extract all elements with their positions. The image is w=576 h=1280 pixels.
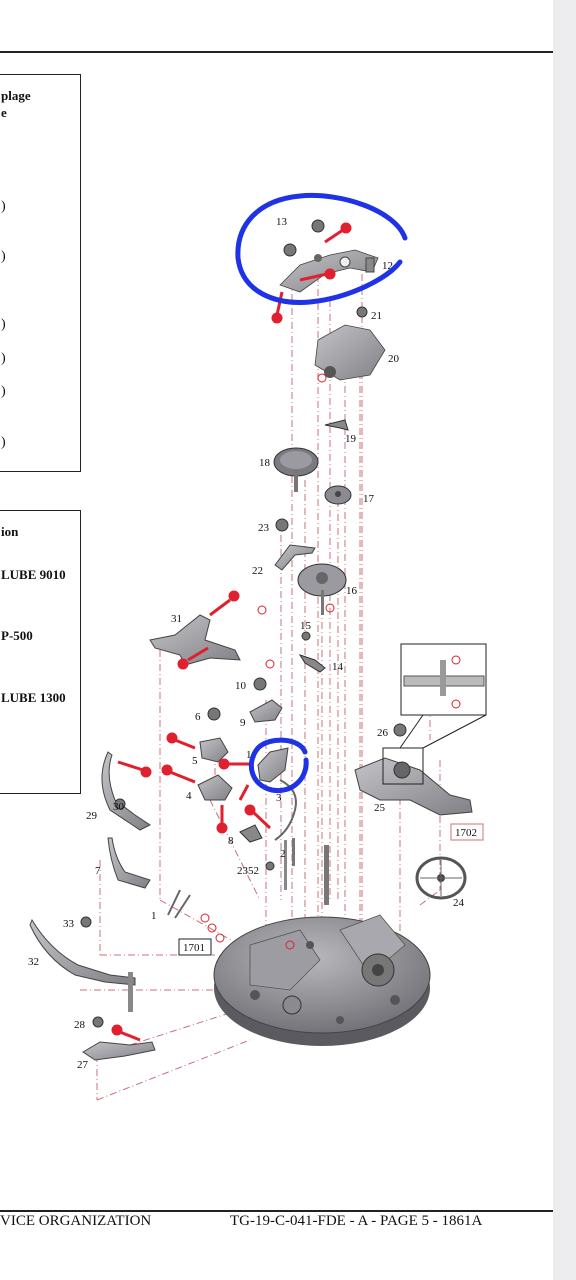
scrollbar-track[interactable] <box>553 0 576 1280</box>
box1-line-1: plage <box>1 88 31 103</box>
part-17-wheel <box>324 485 352 505</box>
part-18-wheel <box>273 447 319 492</box>
part-label: 6 <box>195 711 201 723</box>
part-14-lever <box>298 654 326 673</box>
part-label: 15 <box>300 620 312 632</box>
part-2352-screw <box>265 861 275 871</box>
part-label: 19 <box>345 433 357 445</box>
exploded-movement-diagram: 13 12 21 20 19 18 17 23 22 16 31 15 14 1… <box>28 192 487 1101</box>
header-rule <box>0 51 553 53</box>
part-label: 16 <box>346 585 358 597</box>
lubrication-table-box: plage e ) ) ) ) ) ) <box>0 74 81 472</box>
document-page: plage e ) ) ) ) ) ) ion LUBE 9010 P-500 … <box>0 51 553 1229</box>
part-20-plate <box>314 306 386 381</box>
part-1-clip <box>167 889 191 919</box>
oil-markers <box>111 222 352 1042</box>
part-6-screw <box>207 707 221 721</box>
part-label: 1 <box>151 910 157 922</box>
box1-paren-5: ) <box>1 384 6 399</box>
part-label: 9 <box>240 717 246 729</box>
box2-line-2: LUBE 9010 <box>1 567 66 582</box>
part-12-bridge <box>279 219 379 293</box>
part-28-screw <box>92 1016 104 1028</box>
part-25-bridge <box>354 757 473 816</box>
part-22-lever <box>274 544 316 571</box>
part-29-spring <box>101 751 151 831</box>
part-label: 18 <box>259 457 271 469</box>
part-label: 20 <box>388 353 400 365</box>
reference-box-1702: 1702 <box>450 823 484 841</box>
part-label: 28 <box>74 1019 86 1031</box>
footer-organization: VICE ORGANIZATION <box>0 1213 152 1229</box>
box1-paren-6: ) <box>1 435 6 450</box>
part-label: 2 <box>280 848 286 860</box>
part-10-screw <box>253 677 267 691</box>
part-label: 17 <box>363 493 375 505</box>
part-label: 22 <box>252 565 263 577</box>
part-27-lever <box>82 1041 156 1061</box>
part-label: 23 <box>258 522 270 534</box>
part-label: 3 <box>276 792 282 804</box>
part-label: 27 <box>77 1059 89 1071</box>
box1-paren-2: ) <box>1 249 6 264</box>
part-label: 26 <box>377 727 389 739</box>
box1-paren-4: ) <box>1 351 6 366</box>
part-26-screw <box>393 723 407 737</box>
footer-rule <box>0 1210 553 1212</box>
part-19-lever <box>324 419 349 431</box>
part-4-block <box>197 774 233 801</box>
reference-box-1701: 1701 <box>178 938 212 956</box>
part-23-screw <box>275 518 289 532</box>
part-8-clip <box>239 824 263 843</box>
svg-text:1701: 1701 <box>183 942 205 954</box>
part-label: 32 <box>28 956 39 968</box>
oil-marker-outlines <box>200 373 461 950</box>
part-15-screw <box>301 631 311 641</box>
part-11-lever <box>257 747 289 783</box>
part-33-screw <box>80 916 92 928</box>
part-label: 2352 <box>237 865 259 877</box>
lubricant-table-box: ion LUBE 9010 P-500 LUBE 1300 <box>0 510 81 794</box>
box2-line-3: P-500 <box>1 628 33 643</box>
part-32-lever <box>29 918 136 986</box>
part-label: 31 <box>171 613 182 625</box>
part-label: 12 <box>382 260 393 272</box>
balance-detail-inset <box>399 643 487 749</box>
assembly-guide-lines <box>80 260 441 1101</box>
part-label: 7 <box>95 865 101 877</box>
box2-line-1: ion <box>1 524 19 539</box>
part-24-wheel <box>415 856 467 900</box>
box1-paren-3: ) <box>1 317 6 332</box>
part-2-pin <box>292 838 295 866</box>
part-31-lever <box>149 614 241 666</box>
part-label: 30 <box>113 801 125 813</box>
part-label: 13 <box>276 216 288 228</box>
part-label: 25 <box>374 802 386 814</box>
main-plate <box>213 840 431 1046</box>
part-label: 24 <box>453 897 465 909</box>
blue-annotation-circle-lower <box>248 737 309 794</box>
box2-line-4: LUBE 1300 <box>1 690 66 705</box>
part-label: 33 <box>63 918 75 930</box>
part-label: 10 <box>235 680 247 692</box>
part-5-block <box>199 737 229 763</box>
part-9-lever <box>249 699 283 723</box>
svg-text:1702: 1702 <box>455 827 477 839</box>
part-label: 4 <box>186 790 192 802</box>
part-label: 14 <box>332 661 344 673</box>
part-7-lever <box>107 837 151 889</box>
footer-document-reference: TG-19-C-041-FDE - A - PAGE 5 - 1861A <box>230 1213 483 1229</box>
part-30-screw <box>114 798 126 810</box>
box1-line-2: e <box>1 105 7 120</box>
part-label: 8 <box>228 835 234 847</box>
box1-paren-1: ) <box>1 199 6 214</box>
part-label: 29 <box>86 810 98 822</box>
part-label: 21 <box>371 310 382 322</box>
part-label: 5 <box>192 755 198 767</box>
blue-annotation-circle-upper <box>235 192 408 305</box>
part-16-disc <box>297 563 347 615</box>
